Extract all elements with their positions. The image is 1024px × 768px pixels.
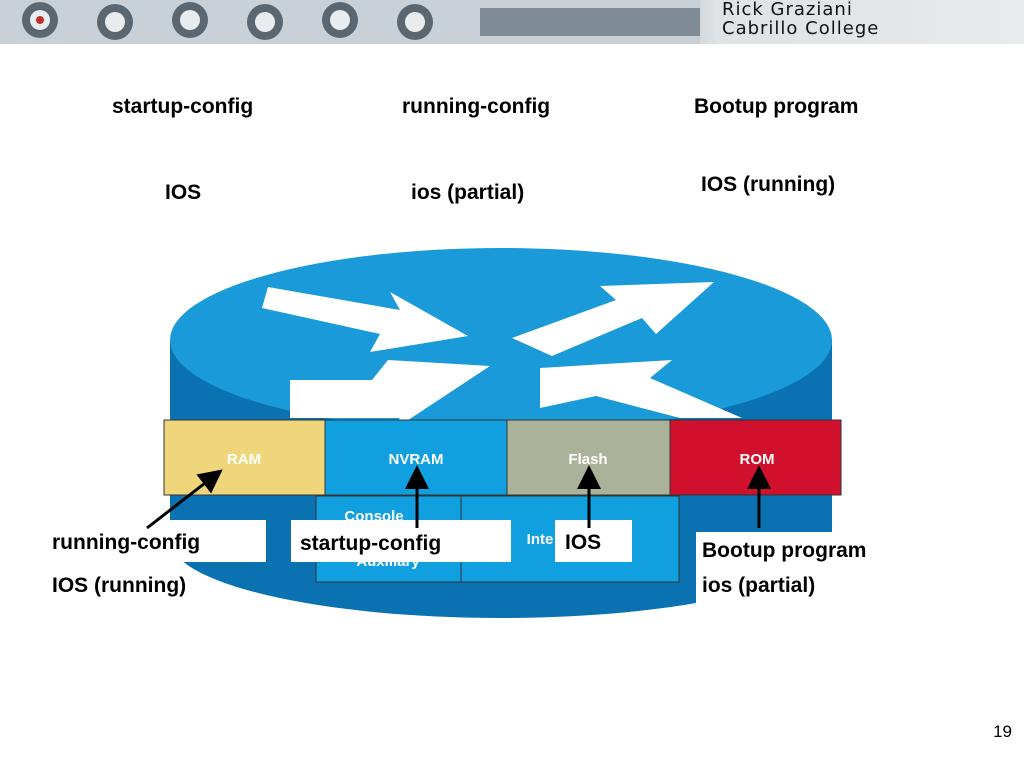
header-college: Cabrillo College bbox=[722, 18, 880, 39]
label-startup-config-bottom: startup-config bbox=[300, 532, 442, 555]
ram-pointer-arrow bbox=[146, 469, 223, 530]
running-config-bg bbox=[48, 520, 266, 562]
ram-label: RAM bbox=[227, 451, 261, 468]
flash-label: Flash bbox=[568, 451, 607, 468]
label-ios-top: IOS bbox=[165, 181, 202, 204]
header-banner: Rick Graziani Cabrillo College bbox=[0, 0, 1024, 44]
label-ios-partial-bottom: ios (partial) bbox=[702, 574, 816, 597]
bootup-bg bbox=[696, 532, 911, 604]
label-ios-bottom: IOS bbox=[565, 531, 602, 554]
connector-photo bbox=[0, 0, 700, 44]
label-running-config-bottom: running-config bbox=[52, 531, 201, 554]
label-ios-running-top: IOS (running) bbox=[701, 173, 836, 196]
label-ios-partial-top: ios (partial) bbox=[411, 181, 525, 204]
label-bootup-program-bottom: Bootup program bbox=[702, 539, 867, 562]
ios-bg bbox=[555, 520, 632, 562]
slide-number: 19 bbox=[993, 722, 1012, 741]
nvram-label: NVRAM bbox=[389, 451, 444, 468]
header-author: Rick Graziani bbox=[722, 0, 853, 20]
router-top bbox=[170, 248, 832, 432]
label-bootup-program-top: Bootup program bbox=[694, 95, 859, 118]
rom-label: ROM bbox=[740, 451, 775, 468]
interface-label: Inte bbox=[527, 531, 554, 548]
label-ios-running-bottom: IOS (running) bbox=[52, 574, 187, 597]
router-arrows bbox=[262, 282, 742, 436]
label-startup-config-top: startup-config bbox=[112, 95, 254, 118]
startup-config-bg bbox=[291, 520, 511, 562]
label-running-config-top: running-config bbox=[402, 95, 551, 118]
